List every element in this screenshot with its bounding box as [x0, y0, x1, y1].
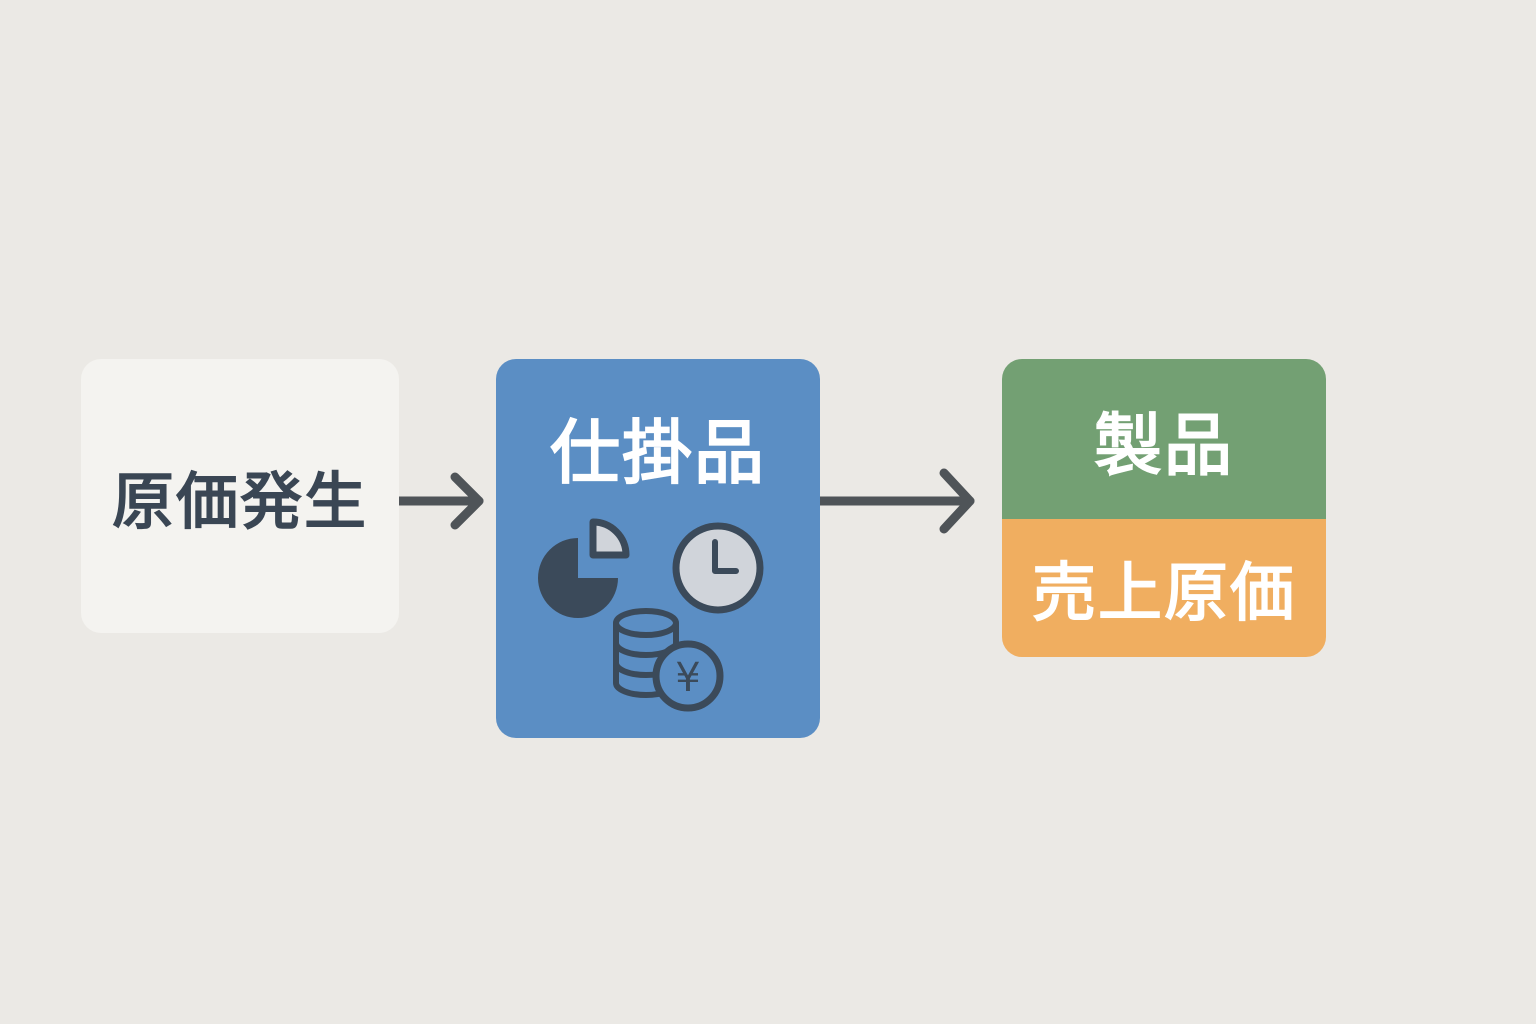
coins-yen-icon: ¥	[613, 608, 724, 712]
arrow-wip-to-product	[820, 468, 975, 534]
cost-incurred-box: 原価発生	[81, 359, 399, 633]
cost-of-goods-sold-label: 売上原価	[1032, 557, 1296, 631]
arrow-cost-to-wip	[399, 472, 484, 530]
cost-incurred-label: 原価発生	[111, 465, 368, 538]
product-box: 製品 売上原価	[1002, 359, 1326, 657]
yen-symbol: ¥	[675, 655, 700, 701]
clock-icon	[672, 522, 764, 614]
pie-chart-icon	[538, 518, 630, 618]
work-in-process-label: 仕掛品	[550, 412, 766, 494]
product-section: 製品	[1002, 359, 1326, 519]
cost-of-goods-sold-section: 売上原価	[1002, 519, 1326, 657]
product-label: 製品	[1093, 406, 1234, 486]
work-in-process-box: 仕掛品	[496, 359, 820, 738]
